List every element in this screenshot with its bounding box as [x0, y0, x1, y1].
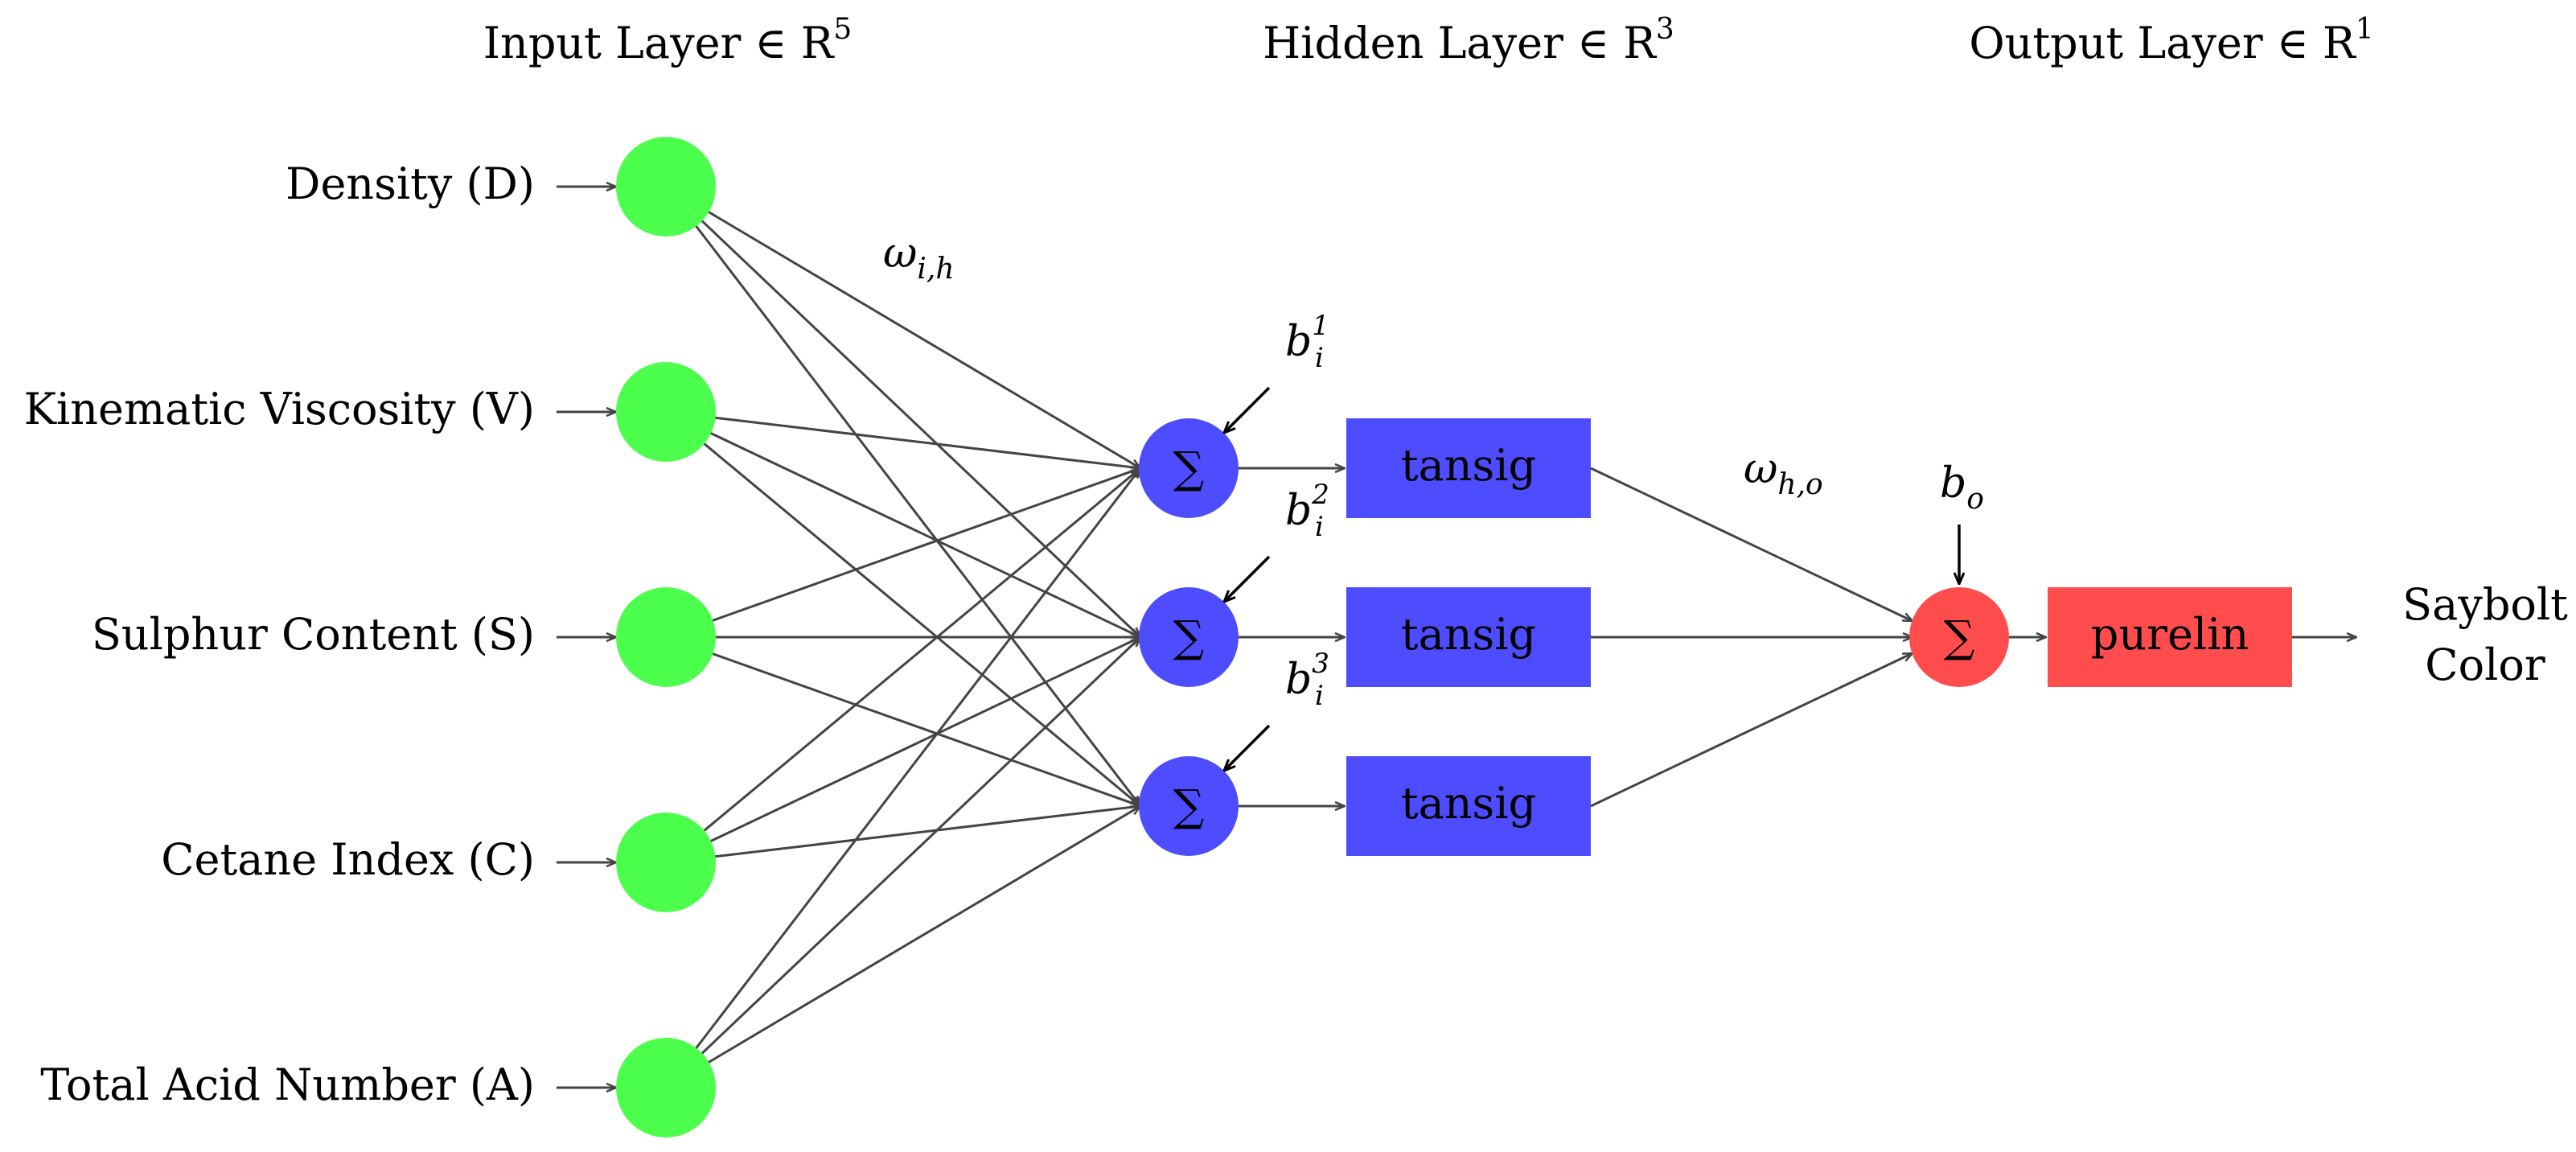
- activation-label: purelin: [2091, 609, 2249, 660]
- connection: [665, 806, 1140, 1089]
- activation-box-2: tansig: [1346, 587, 1591, 687]
- input-node-sulphur: [616, 587, 716, 687]
- output-sum-node: [1909, 587, 2009, 687]
- connection: [664, 185, 1140, 637]
- activation-label: tansig: [1401, 609, 1536, 660]
- output-layer-title: Output Layer ∈ R1: [1969, 13, 2373, 68]
- hidden-sum-node: [1139, 418, 1239, 518]
- connection: [665, 410, 1140, 806]
- summation-symbol: ∑: [1173, 611, 1205, 662]
- connection: [665, 185, 1140, 468]
- summation-symbol: ∑: [1173, 442, 1205, 493]
- connection: [665, 468, 1140, 864]
- tansig-box: [1346, 587, 1591, 687]
- input-label-viscosity: Kinematic Viscosity (V): [24, 384, 535, 434]
- tansig-box: [1346, 756, 1591, 856]
- activation-label: tansig: [1401, 440, 1536, 491]
- activation-box-3: tansig: [1346, 756, 1591, 856]
- connection: [665, 468, 1140, 639]
- hidden-bias-arrow-1: [1224, 386, 1271, 433]
- input-label-density: Density (D): [286, 158, 535, 209]
- output-activation-box: purelin: [2048, 587, 2292, 687]
- input-node-density: [616, 137, 716, 237]
- purelin-box: [2048, 587, 2292, 687]
- activation-box-1: tansig: [1346, 418, 1591, 518]
- input-label-cetane: Cetane Index (C): [161, 834, 535, 885]
- input-node-acid: [616, 1038, 716, 1138]
- input-hidden-connections: [664, 185, 1140, 1089]
- output-bias-label: bo: [1940, 459, 1984, 516]
- hidden-layer-title: Hidden Layer ∈ R3: [1263, 13, 1674, 68]
- input-label-acid: Total Acid Number (A): [40, 1059, 535, 1110]
- hidden-bias-arrow-2: [1224, 555, 1271, 602]
- hidden-node-2: ∑: [1139, 587, 1239, 687]
- input-node-cetane: [616, 813, 716, 912]
- weight-label-input-hidden: ωi,h: [883, 229, 955, 286]
- weight-label-hidden-output: ωh,o: [1744, 445, 1823, 501]
- hidden-node-3: ∑: [1139, 756, 1239, 856]
- connection: [664, 468, 1140, 1088]
- connection: [665, 806, 1140, 864]
- input-node-viscosity: [616, 362, 716, 462]
- summation-symbol: ∑: [1173, 780, 1205, 831]
- connection: [665, 410, 1140, 637]
- connection: [664, 637, 1140, 1089]
- hidden-sum-node: [1139, 756, 1239, 856]
- input-label-sulphur: Sulphur Content (S): [92, 609, 535, 660]
- output-node: ∑: [1909, 587, 2009, 687]
- summation-symbol: ∑: [1944, 611, 1975, 662]
- hidden-output-connection: [1590, 653, 1912, 808]
- hidden-sum-node: [1139, 587, 1239, 687]
- hidden-bias-arrow-3: [1224, 724, 1271, 771]
- output-label-line-1: Saybolt: [2402, 579, 2568, 630]
- output-label-line-2: Color: [2425, 640, 2545, 690]
- connection: [664, 186, 1140, 806]
- activation-label: tansig: [1401, 778, 1536, 829]
- connection: [665, 637, 1140, 864]
- input-layer-title: Input Layer ∈ R5: [483, 13, 853, 68]
- hidden-node-1: ∑: [1139, 418, 1239, 518]
- tansig-box: [1346, 418, 1591, 518]
- connection: [665, 410, 1140, 468]
- connection: [665, 636, 1140, 806]
- hidden-output-connection: [1590, 467, 1912, 621]
